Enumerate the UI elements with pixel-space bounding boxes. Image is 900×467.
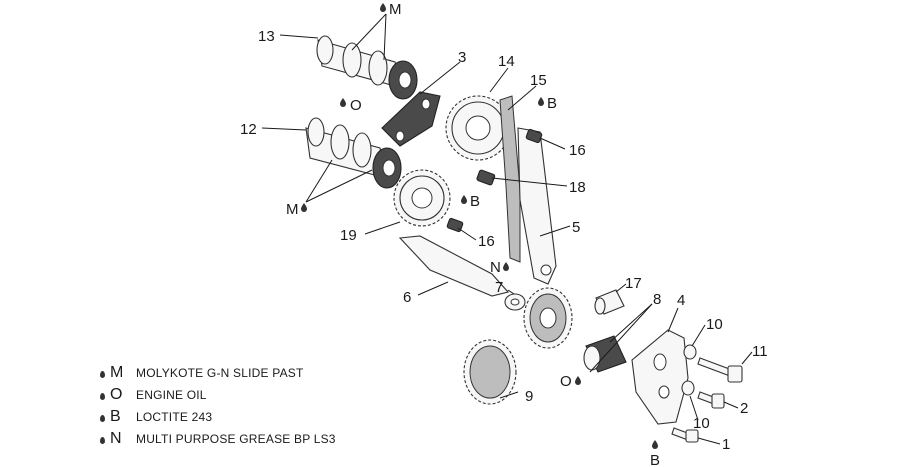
callout-labels: 13 12 3 14 15 16 18 5 19 16 6 7 17 8 4 1… xyxy=(240,28,768,453)
callout-17: 17 xyxy=(625,275,642,292)
svg-text:O: O xyxy=(350,97,362,114)
callout-3: 3 xyxy=(458,49,466,66)
marker-b-mid: B xyxy=(461,193,480,210)
callout-6: 6 xyxy=(403,289,411,306)
callout-14: 14 xyxy=(498,53,515,70)
bearing-8 xyxy=(583,335,627,373)
callout-8: 8 xyxy=(653,291,661,308)
bolt-2 xyxy=(697,391,725,409)
svg-text:M: M xyxy=(389,1,402,18)
camshaft-13 xyxy=(316,35,418,100)
callout-11: 11 xyxy=(752,343,768,360)
camshaft-12 xyxy=(305,117,402,189)
sprocket-19 xyxy=(393,169,451,227)
drop-icon xyxy=(652,440,658,449)
plate-4 xyxy=(631,329,689,425)
svg-text:N: N xyxy=(490,259,501,276)
legend-row-engine-oil: O ENGINE OIL xyxy=(100,384,336,406)
drop-icon xyxy=(461,195,467,204)
legend-text: MOLYKOTE G-N SLIDE PAST xyxy=(136,366,304,380)
sprocket-14 xyxy=(445,95,511,161)
lubricant-legend: M MOLYKOTE G-N SLIDE PAST O ENGINE OIL B… xyxy=(100,362,336,450)
bracket-3 xyxy=(381,91,441,147)
drop-icon xyxy=(301,203,307,212)
legend-text: LOCTITE 243 xyxy=(136,410,213,424)
callout-2: 2 xyxy=(740,400,748,417)
drop-icon xyxy=(100,414,105,422)
legend-row-loctite: B LOCTITE 243 xyxy=(100,406,336,428)
marker-b-bottom: B xyxy=(650,440,660,467)
svg-text:B: B xyxy=(650,452,660,467)
chain-15 xyxy=(499,95,521,263)
callout-4: 4 xyxy=(677,292,685,309)
marker-m-left: M xyxy=(286,201,307,218)
pin-17 xyxy=(594,289,625,315)
washer-7 xyxy=(504,293,526,311)
drop-icon xyxy=(340,98,346,107)
callout-12: 12 xyxy=(240,121,257,138)
callout-16-upper: 16 xyxy=(569,142,586,159)
guide-5 xyxy=(517,127,557,285)
callout-10-lower: 10 xyxy=(693,415,710,432)
callout-1: 1 xyxy=(722,436,730,453)
washer-10-upper xyxy=(683,344,697,360)
drop-icon xyxy=(538,97,544,106)
drop-icon xyxy=(575,376,581,385)
callout-10-upper: 10 xyxy=(706,316,723,333)
drop-icon xyxy=(100,370,105,378)
callout-18: 18 xyxy=(569,179,586,196)
callout-9: 9 xyxy=(525,388,533,405)
lubricant-markers: M O M B B N O B xyxy=(286,1,660,467)
bolt-11 xyxy=(697,357,743,383)
legend-row-molykote: M MOLYKOTE G-N SLIDE PAST xyxy=(100,362,336,384)
marker-o-bottom: O xyxy=(560,373,581,390)
marker-m-top: M xyxy=(380,1,402,18)
svg-text:M: M xyxy=(286,201,299,218)
legend-text: ENGINE OIL xyxy=(136,388,207,402)
svg-text:O: O xyxy=(560,373,572,390)
drop-icon xyxy=(380,3,386,12)
callout-7: 7 xyxy=(495,279,503,296)
drop-icon xyxy=(100,436,105,444)
callout-16-lower: 16 xyxy=(478,233,495,250)
marker-b-right: B xyxy=(538,95,557,112)
gear-9 xyxy=(463,287,573,405)
callout-19: 19 xyxy=(340,227,357,244)
bolt-1 xyxy=(671,427,699,443)
drop-icon xyxy=(100,392,105,400)
callout-15: 15 xyxy=(530,72,547,89)
washer-10-lower xyxy=(681,380,695,396)
legend-text: MULTI PURPOSE GREASE BP LS3 xyxy=(136,432,336,446)
marker-n-mid: N xyxy=(490,259,509,276)
drop-icon xyxy=(503,262,509,271)
svg-text:B: B xyxy=(470,193,480,210)
svg-text:B: B xyxy=(547,95,557,112)
legend-row-grease: N MULTI PURPOSE GREASE BP LS3 xyxy=(100,428,336,450)
marker-o-mid: O xyxy=(340,97,362,114)
bolt-18 xyxy=(476,169,496,186)
leader-lines xyxy=(261,13,753,445)
guide-6 xyxy=(398,235,510,297)
callout-13: 13 xyxy=(258,28,275,45)
callout-5: 5 xyxy=(572,219,580,236)
